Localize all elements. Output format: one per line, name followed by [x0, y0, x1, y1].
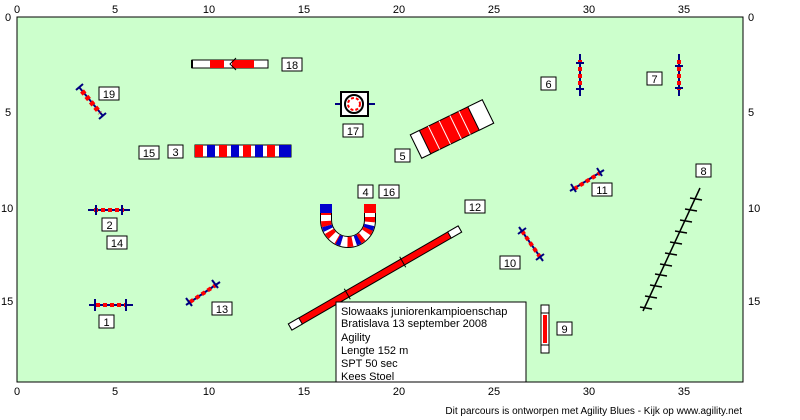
svg-text:4: 4: [362, 187, 368, 199]
label-18: 18: [281, 57, 303, 72]
y-tick: 0: [5, 12, 11, 24]
x-tick: 30: [583, 4, 595, 16]
y-axis-left: 0 5 10 15: [1, 12, 13, 308]
y-tick: 5: [5, 107, 11, 119]
obstacle-9: [540, 304, 550, 354]
info-length: Lengte 152 m: [341, 345, 408, 357]
obstacle-3: [194, 144, 292, 158]
obstacle-19: [75, 83, 107, 120]
obstacle-1: [89, 299, 133, 311]
obstacle-8-weave: [639, 187, 703, 312]
label-12: 12: [464, 199, 486, 214]
label-19: 19: [98, 86, 120, 101]
label-16: 16: [378, 184, 400, 199]
footer-credit: Dit parcours is ontworpen met Agility Bl…: [445, 406, 742, 417]
svg-text:19: 19: [103, 89, 115, 101]
label-1: 1: [98, 314, 115, 329]
x-tick: 30: [583, 386, 595, 398]
svg-text:18: 18: [286, 60, 298, 72]
label-5: 5: [394, 148, 411, 163]
svg-text:3: 3: [172, 147, 178, 159]
obstacle-4-tunnel: [320, 204, 376, 248]
x-tick: 5: [112, 4, 118, 16]
x-axis-bottom: 0 5 10 15 20 25 30 35: [14, 386, 690, 398]
x-tick: 35: [678, 386, 690, 398]
svg-text:14: 14: [111, 238, 123, 250]
obstacle-11: [569, 167, 605, 193]
x-tick: 0: [14, 386, 20, 398]
svg-text:12: 12: [469, 202, 481, 214]
label-7: 7: [646, 71, 663, 86]
svg-text:7: 7: [651, 74, 657, 86]
obstacle-6: [576, 54, 584, 96]
label-13: 13: [211, 301, 233, 316]
label-10: 10: [499, 255, 521, 270]
obstacle-12-dogwalk: [287, 225, 463, 331]
number-labels: 18 19 6 7 17 15 3 5 8 4 16 11 12 2 14 10…: [98, 57, 712, 336]
label-17: 17: [342, 123, 364, 138]
label-11: 11: [591, 182, 613, 197]
y-tick: 0: [748, 12, 754, 24]
obstacle-13: [185, 279, 221, 307]
x-tick: 20: [393, 4, 405, 16]
svg-text:13: 13: [216, 304, 228, 316]
svg-text:17: 17: [347, 126, 359, 138]
x-tick: 10: [203, 4, 215, 16]
svg-text:15: 15: [143, 148, 155, 160]
info-spt: SPT 50 sec: [341, 358, 398, 370]
svg-text:9: 9: [561, 324, 567, 336]
x-tick: 20: [393, 386, 405, 398]
x-tick: 15: [298, 386, 310, 398]
x-tick: 10: [203, 386, 215, 398]
y-axis-right: 0 5 10 15: [748, 12, 760, 308]
y-tick: 10: [748, 203, 760, 215]
svg-text:11: 11: [596, 185, 607, 197]
obstacle-2: [88, 205, 130, 215]
svg-text:8: 8: [700, 166, 706, 178]
svg-text:2: 2: [106, 220, 112, 232]
info-location-date: Bratislava 13 september 2008: [341, 318, 487, 330]
label-9: 9: [556, 321, 573, 336]
info-judge: Kees Stoel: [341, 371, 394, 383]
x-axis-top: 0 5 10 15 20 25 30 35: [14, 4, 690, 16]
x-tick: 35: [678, 4, 690, 16]
label-3: 3: [167, 144, 184, 159]
obstacle-10: [517, 226, 545, 262]
course-info-box: Slowaaks juniorenkampioenschap Bratislav…: [335, 301, 527, 383]
obstacle-7: [675, 54, 683, 96]
svg-text:5: 5: [399, 151, 405, 163]
label-2: 2: [101, 217, 118, 232]
x-tick: 25: [488, 4, 500, 16]
label-15: 15: [138, 145, 160, 160]
x-tick: 0: [14, 4, 20, 16]
svg-text:6: 6: [545, 79, 551, 91]
info-class: Agility: [341, 332, 371, 344]
svg-text:10: 10: [504, 258, 516, 270]
info-event: Slowaaks juniorenkampioenschap: [341, 306, 507, 318]
label-6: 6: [540, 76, 557, 91]
obstacle-17: [335, 91, 375, 117]
svg-text:16: 16: [383, 187, 395, 199]
y-tick: 15: [1, 296, 13, 308]
obstacle-5: [409, 99, 495, 159]
x-tick: 15: [298, 4, 310, 16]
label-8: 8: [695, 163, 712, 178]
x-tick: 5: [112, 386, 118, 398]
label-14: 14: [106, 235, 128, 250]
y-tick: 5: [748, 107, 754, 119]
label-4: 4: [357, 184, 374, 199]
x-tick: 25: [488, 386, 500, 398]
svg-text:1: 1: [103, 317, 109, 329]
obstacle-18: [191, 57, 269, 71]
y-tick: 15: [748, 296, 760, 308]
y-tick: 10: [1, 203, 13, 215]
